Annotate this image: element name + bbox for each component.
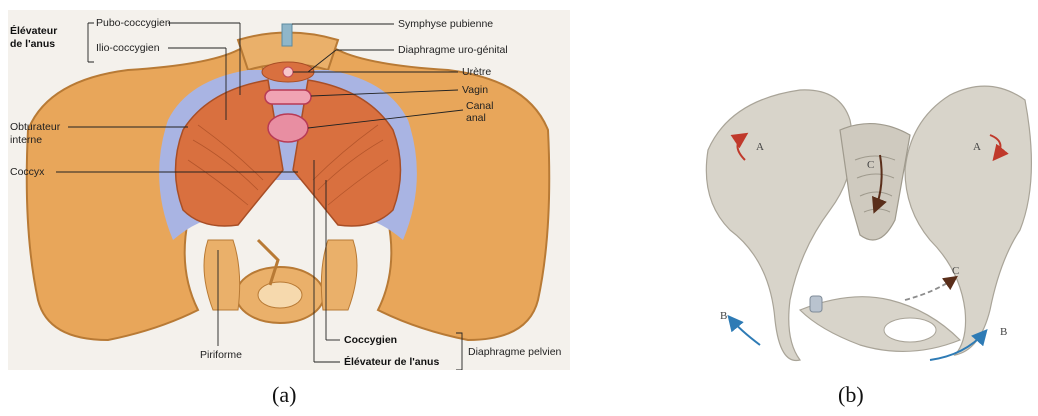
pubic-symphysis-b: [810, 296, 822, 312]
letter-a-right: A: [973, 141, 981, 153]
pelvis-bone-drawing: A A C C B B: [690, 60, 1038, 370]
label-obturateur-line2: interne: [10, 134, 42, 146]
letter-c-top: C: [867, 159, 874, 171]
label-diaphragme-uro-genital: Diaphragme uro-génital: [398, 44, 508, 56]
label-piriforme: Piriforme: [200, 349, 242, 361]
label-symphyse-pubienne: Symphyse pubienne: [398, 18, 493, 30]
obturator-foramen: [884, 318, 936, 342]
label-elevateur-anus: Élévateur de l'anus: [344, 355, 439, 368]
pubic-symphysis: [282, 24, 292, 46]
panel-a-pelvic-floor-illustration: Élévateur de l'anus Pubo-coccygien Ilio-…: [8, 10, 570, 370]
label-obturateur-line1: Obturateur: [10, 121, 61, 133]
label-pubo-coccygien: Pubo-coccygien: [96, 17, 171, 29]
caption-a: (a): [272, 382, 296, 408]
vagina: [265, 90, 311, 104]
label-coccygien: Coccygien: [344, 334, 397, 346]
letter-b-right: B: [1000, 326, 1007, 338]
label-canal-line1: Canal: [466, 100, 493, 112]
label-ilio-coccygien: Ilio-coccygien: [96, 42, 160, 54]
label-canal-line2: anal: [466, 112, 486, 124]
group-label-elevator-line2: de l'anus: [10, 38, 55, 50]
arrow-b-left: [730, 318, 760, 345]
label-diaphragme-pelvien: Diaphragme pelvien: [468, 346, 562, 358]
pelvic-floor-drawing: Élévateur de l'anus Pubo-coccygien Ilio-…: [8, 10, 570, 370]
letter-b-left: B: [720, 310, 727, 322]
arrow-c-right: [905, 278, 955, 300]
right-piriform: [321, 240, 357, 310]
label-uretre: Urètre: [462, 66, 491, 78]
sacral-canal: [258, 282, 302, 308]
group-label-elevator-line1: Élévateur: [10, 24, 57, 37]
anal-canal: [268, 114, 308, 142]
letter-c-right: C: [952, 265, 959, 277]
panel-b-pelvis-motion-diagram: A A C C B B: [690, 60, 1038, 370]
label-vagin: Vagin: [462, 84, 488, 96]
left-piriform: [204, 240, 240, 310]
pubic-ramus: [800, 297, 960, 352]
letter-a-left: A: [756, 141, 764, 153]
sacrum-bone: [840, 124, 910, 240]
label-coccyx: Coccyx: [10, 166, 45, 178]
caption-b: (b): [838, 382, 864, 408]
urethra: [283, 67, 293, 77]
